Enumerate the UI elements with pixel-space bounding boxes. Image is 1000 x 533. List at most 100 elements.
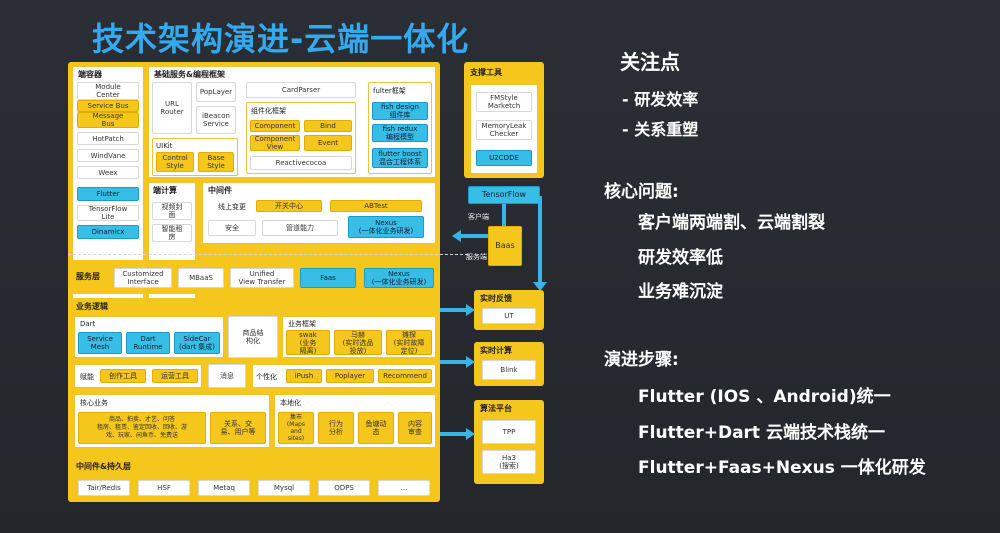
local-label: 本地化: [280, 399, 301, 407]
content-review-box: 内容 审查: [398, 412, 432, 444]
flutter-box: Flutter: [77, 187, 139, 201]
flutter-boost-box: flutter boost 混合工程体系: [372, 148, 428, 168]
focus-title: 关注点: [620, 50, 680, 74]
dart-runtime-box: Dart Runtime: [126, 332, 170, 354]
core-item-settle: 业务难沉淀: [638, 282, 723, 302]
algo-connector-head: [466, 428, 475, 440]
windvane-box: WindVane: [77, 149, 139, 162]
product-structure-box: 商品结 构化: [228, 316, 278, 358]
ipush-box: iPush: [286, 369, 322, 383]
middleware-nexus-box: Nexus (一体化业务研发): [348, 216, 424, 238]
poplayer-box: PopLayer: [196, 82, 236, 102]
basic-services-label: 基础服务&编程框架: [154, 70, 225, 79]
swak-box: swak (业务 隔离): [286, 330, 330, 355]
uikit-label: UIKit: [156, 142, 173, 150]
compute-connector-head: [466, 356, 475, 368]
unified-view-transfer-box: Unified View Transfer: [230, 268, 294, 288]
architecture-diagram: 端容器 Module Center Service Bus Message Bu…: [68, 62, 548, 507]
control-style-box: Control Style: [156, 152, 194, 172]
ut-box: UT: [482, 308, 536, 324]
business-logic-label: 业务逻辑: [76, 302, 108, 311]
module-center-box: Module Center: [77, 82, 139, 100]
feedback-connector-head: [466, 304, 475, 316]
abtest-box: ABTest: [330, 200, 422, 212]
odps-box: ODPS: [318, 480, 370, 496]
core-title: 核心问题:: [604, 182, 679, 202]
down-arrow-shaft: [538, 196, 542, 284]
step-item-2: Flutter+Dart 云端技术栈统一: [638, 423, 885, 443]
down-arrow-head: [533, 282, 547, 291]
more-box: ...: [378, 480, 430, 496]
realtime-compute-label: 实时计算: [480, 346, 512, 355]
mysql-box: Mysql: [258, 480, 310, 496]
poplayer-biz-box: Poplayer: [326, 369, 374, 383]
message-bus-box: Message Bus: [77, 112, 139, 128]
message-box: 消息: [208, 364, 246, 388]
pipeline-box: 管道能力: [262, 220, 338, 236]
personalize-label: 个性化: [256, 373, 277, 381]
core-item-split: 客户端两端割、云端割裂: [638, 213, 825, 233]
left-arrow-head: [452, 230, 461, 242]
dart-label: Dart: [80, 320, 96, 328]
u2code-box: U2CODE: [476, 150, 532, 166]
behavior-box: 行为 分析: [318, 412, 354, 444]
core-biz-label: 核心业务: [80, 399, 108, 407]
feedback-connector: [440, 308, 468, 312]
cardparser-box: CardParser: [246, 82, 356, 98]
tensorflow-box: TensorFlow: [468, 186, 540, 204]
bind-box: Bind: [304, 120, 352, 132]
url-router-box: URL Router: [152, 82, 192, 134]
biz-framework-label: 业务框架: [288, 320, 316, 328]
fmstyle-box: FMStyle Marketch: [476, 92, 532, 112]
ibeacon-box: iBeacon Service: [196, 106, 236, 134]
online-change-label: 线上变更: [218, 203, 246, 211]
service-bus-box: Service Bus: [77, 100, 139, 112]
endpoint-container-label: 端容器: [78, 70, 102, 79]
metaq-box: Metaq: [198, 480, 250, 496]
event-box: Event: [304, 135, 352, 151]
service-nexus-box: Nexus (一体化业务研发): [364, 268, 434, 288]
service-mesh-box: Service Mesh: [78, 332, 122, 354]
smart-rental-box: 智能租 房: [152, 224, 192, 242]
tanwei-box: 摊探 (实时故障 定位): [386, 330, 432, 355]
base-style-box: Base Style: [198, 152, 234, 172]
page-title: 技术架构演进-云端一体化: [92, 20, 470, 58]
persistence-label: 中间件&持久层: [76, 462, 131, 471]
ha3-box: Ha3 (搜索): [482, 450, 536, 474]
empower-label: 赋能: [80, 373, 94, 381]
blink-box: Blink: [482, 360, 536, 380]
switch-center-box: 开关中心: [256, 200, 322, 212]
client-server-divider: [68, 254, 468, 255]
focus-item-relations: - 关系重塑: [622, 120, 699, 139]
core-items-box: 商品、拍卖、才艺、问答 租房、租赁、鉴定回收、回收、游 戏、玩家、闲鱼币、免费送: [78, 412, 206, 444]
tf-connector: [502, 204, 506, 236]
component-box: Component: [250, 120, 300, 132]
component-view-box: Component View: [250, 135, 300, 151]
security-box: 安全: [208, 220, 256, 236]
step-item-3: Flutter+Faas+Nexus 一体化研发: [638, 458, 926, 478]
ops-tools-box: 运营工具: [152, 369, 198, 383]
map-box: 集市 (Maps and sites): [278, 412, 314, 444]
compute-connector: [440, 360, 468, 364]
fish-design-box: fish design 组件库: [372, 102, 428, 120]
steps-title: 演进步骤:: [604, 350, 679, 370]
creator-tools-box: 创作工具: [100, 369, 146, 383]
tpp-box: TPP: [482, 420, 536, 444]
baas-box: Baas: [488, 226, 522, 266]
tensorflow-lite-box: TensorFlow Lite: [77, 205, 139, 221]
mashou-box: 马赫 (实时选品 投放): [334, 330, 382, 355]
focus-item-efficiency: - 研发效率: [622, 90, 699, 109]
hotpatch-box: HotPatch: [77, 132, 139, 145]
edge-compute-label: 端计算: [153, 186, 177, 195]
recommend-box: Recommend: [378, 369, 432, 383]
middleware-label: 中间件: [208, 186, 232, 195]
reactivecocoa-box: Reactivecocoa: [250, 156, 352, 170]
visual-cover-box: 视频封 面: [152, 202, 192, 220]
dynamic-box: 鱼塘动 态: [358, 412, 394, 444]
core-item-efficiency: 研发效率低: [638, 248, 723, 268]
tair-redis-box: Tair/Redis: [78, 480, 130, 496]
component-framework-label: 组件化框架: [251, 107, 286, 115]
customized-interface-box: Customized Interface: [114, 268, 172, 288]
hsf-box: HSF: [138, 480, 190, 496]
sidecar-box: SideCar (dart 集成): [174, 332, 220, 354]
